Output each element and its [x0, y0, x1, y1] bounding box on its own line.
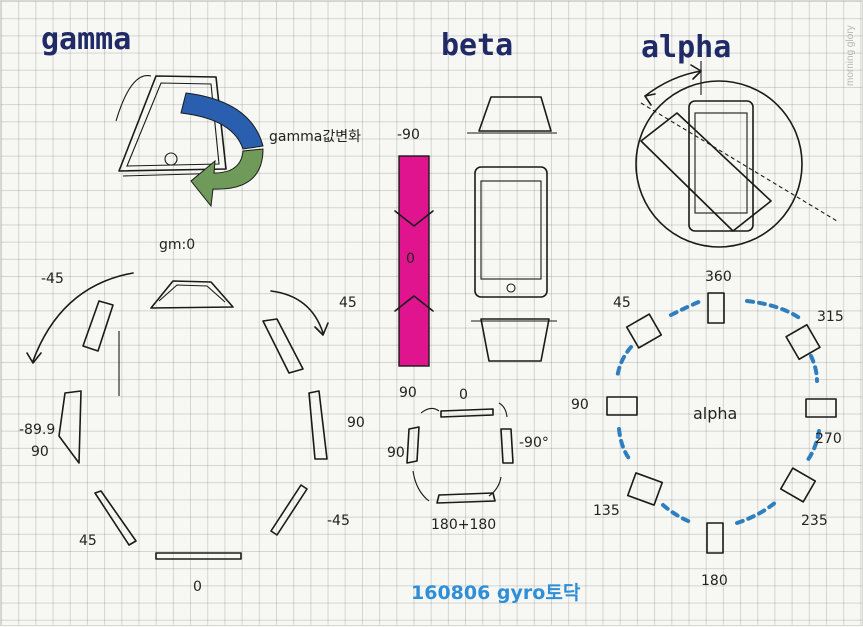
gamma-label-90-right: 90	[347, 415, 365, 431]
gamma-label-minus45-bottom: -45	[327, 513, 350, 529]
gamma-label-minus45-top: -45	[41, 271, 64, 287]
alpha-rotation-sketch	[635, 61, 838, 248]
beta-phone-top	[467, 96, 557, 134]
alpha-angle-45: 45	[613, 295, 631, 311]
gamma-label-45-top: 45	[339, 295, 357, 311]
brand-watermark: morning glory	[845, 25, 856, 86]
beta-bar-label-0: 0	[406, 251, 415, 267]
alpha-angle-180: 180	[701, 573, 728, 589]
gamma-label-minus89: -89.9	[19, 422, 55, 438]
alpha-ring	[606, 292, 837, 554]
alpha-angle-235: 235	[801, 513, 828, 529]
beta-bar-label-90: 90	[399, 385, 417, 401]
beta-ring-label-minus90: -90°	[519, 435, 549, 451]
beta-bar-label-minus90: -90	[397, 127, 420, 143]
beta-title: beta	[441, 28, 513, 63]
alpha-center-label: alpha	[693, 404, 737, 423]
gamma-title: gamma	[41, 22, 131, 57]
beta-ring-label-0: 0	[459, 387, 468, 403]
gamma-label-90-left: 90	[31, 444, 49, 460]
gamma-label-0-bottom: 0	[193, 579, 202, 595]
beta-phone-bottom	[471, 318, 557, 362]
alpha-angle-360: 360	[705, 269, 732, 285]
gamma-rotation-arrow	[180, 92, 264, 208]
alpha-title: alpha	[641, 30, 731, 65]
beta-ring-label-180: 180+180	[431, 517, 496, 533]
beta-ring	[406, 402, 514, 504]
alpha-angle-90: 90	[571, 397, 589, 413]
gamma-phone-tilted	[115, 75, 230, 177]
gamma-label-45-bottom: 45	[79, 533, 97, 549]
gamma-ring	[26, 272, 329, 560]
alpha-angle-315: 315	[817, 309, 844, 325]
beta-phone-front	[474, 166, 548, 298]
alpha-angle-270: 270	[815, 431, 842, 447]
footer-note: 160806 gyro토닥	[411, 582, 581, 604]
beta-ring-label-90: 90	[387, 445, 405, 461]
gamma-top-label: gm:0	[159, 237, 195, 253]
gamma-note: gamma값변화	[269, 129, 361, 145]
alpha-angle-135: 135	[593, 503, 620, 519]
beta-magenta-bar	[394, 155, 434, 367]
